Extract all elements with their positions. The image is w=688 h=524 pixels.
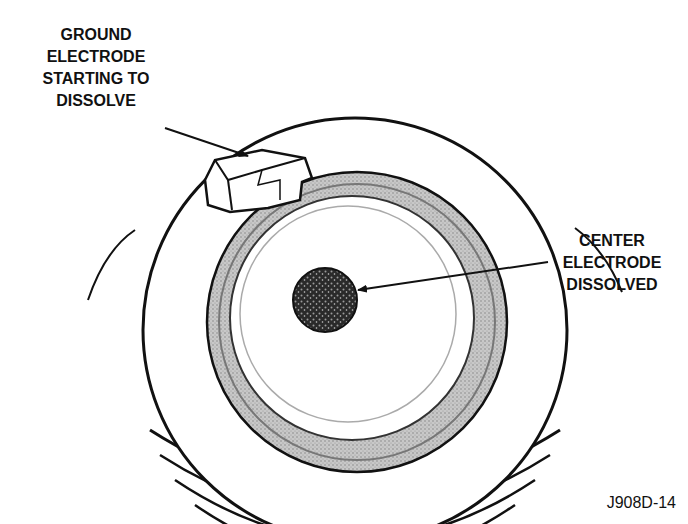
part-label: GROUND ELECTRODE STARTING TO DISSOLVE [22, 24, 170, 112]
figure-number: J908D-14 [548, 492, 676, 514]
part-label: CENTER ELECTRODE DISSOLVED [548, 230, 676, 296]
